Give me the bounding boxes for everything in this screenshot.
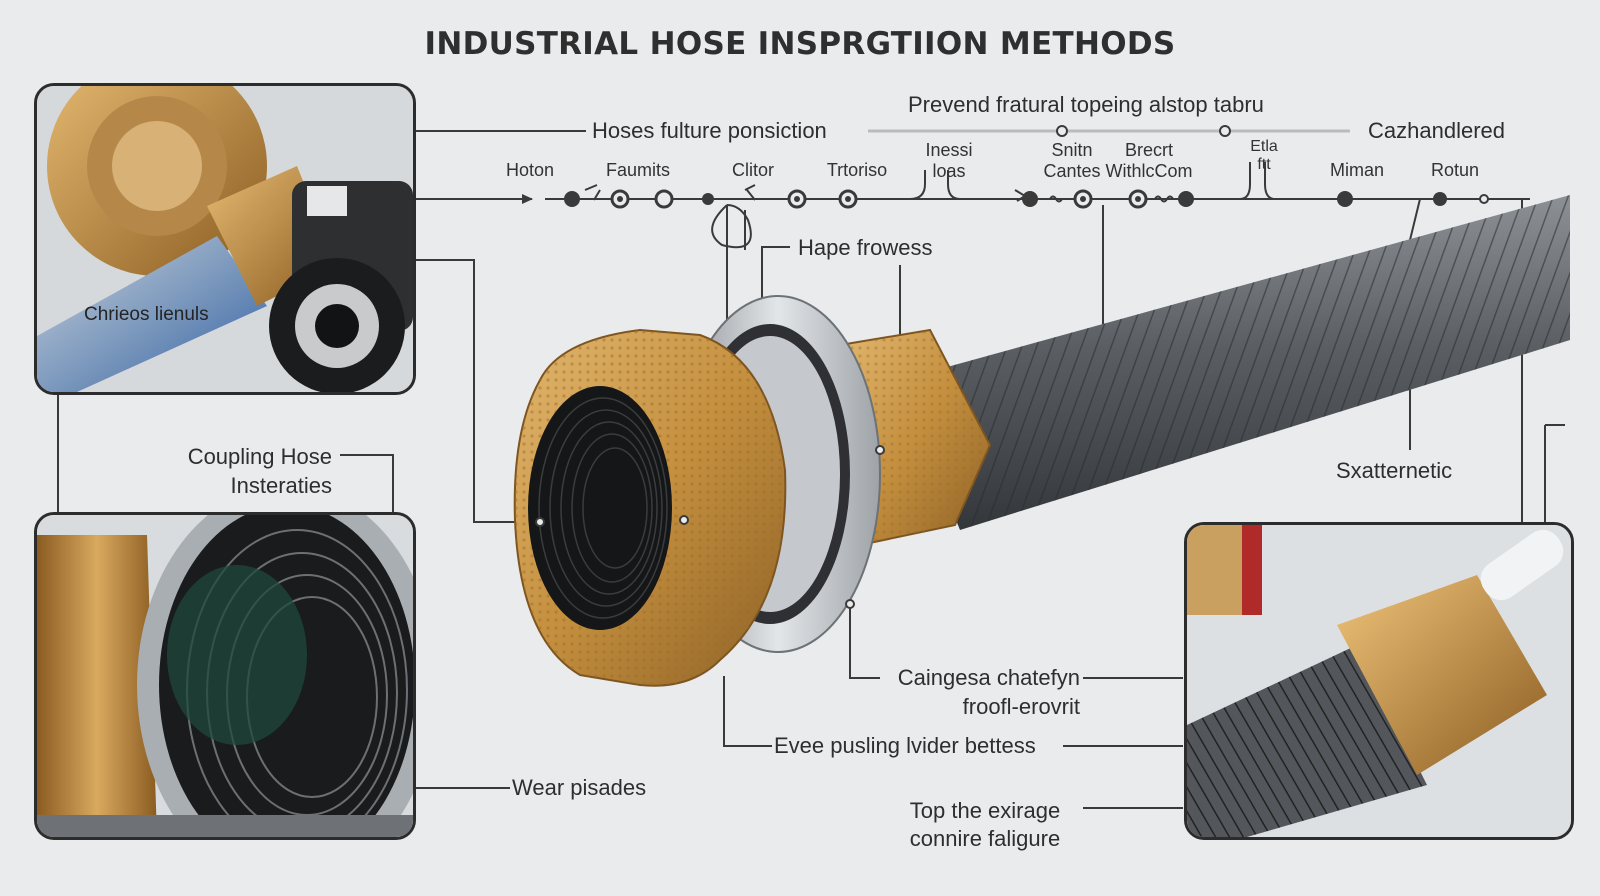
callout-sxatternetic: Sxatternetic <box>1336 458 1453 483</box>
station-label-brecrt: Brecrt WithlcCom <box>1105 140 1193 181</box>
callout-top-the: Top the exirage connire faligure <box>909 798 1061 851</box>
station-label-trtoriso: Trtoriso <box>826 160 888 180</box>
callout-chrieos-lienuls: Chrieos lienuls <box>84 304 209 325</box>
detail-panel-bottom-left <box>34 512 416 840</box>
label-hoses-fulture: Hoses fulture ponsiction <box>592 118 827 143</box>
coupling-bore <box>528 386 672 630</box>
station-label-rotun: Rotun <box>1430 160 1480 180</box>
label-prevend: Prevend fratural topeing alstop tabru <box>908 92 1264 117</box>
station-label-hoton: Hoton <box>505 160 555 180</box>
callout-cainges: Caingesa chatefyn froofl-erovrit <box>897 665 1080 719</box>
station-label-inessi: Inessi loas <box>925 140 973 181</box>
page-title: INDUSTRIAL HOSE INSPRGTIION METHODS <box>424 26 1176 62</box>
station-label-snitn: Snitn Cantes <box>1043 140 1101 181</box>
callout-coupling-hose: Coupling Hose Insteraties <box>187 444 332 498</box>
detail-panel-bottom-right <box>1184 522 1574 840</box>
timeline-nodes <box>564 125 1489 209</box>
detail-panel-top-left <box>34 83 416 395</box>
callout-wear: Wear pisades <box>512 775 647 800</box>
station-label-etla: Etla ftt <box>1250 138 1278 173</box>
station-label-faumits: Faumits <box>605 160 670 180</box>
label-cazhandlered: Cazhandlered <box>1368 118 1505 143</box>
station-label-clitor: Clitor <box>731 160 774 180</box>
callout-hape-frowess: Hape frowess <box>798 235 933 260</box>
station-label-miman: Miman <box>1329 160 1384 180</box>
callout-evee: Evee pusling lvider bettess <box>774 733 1036 758</box>
